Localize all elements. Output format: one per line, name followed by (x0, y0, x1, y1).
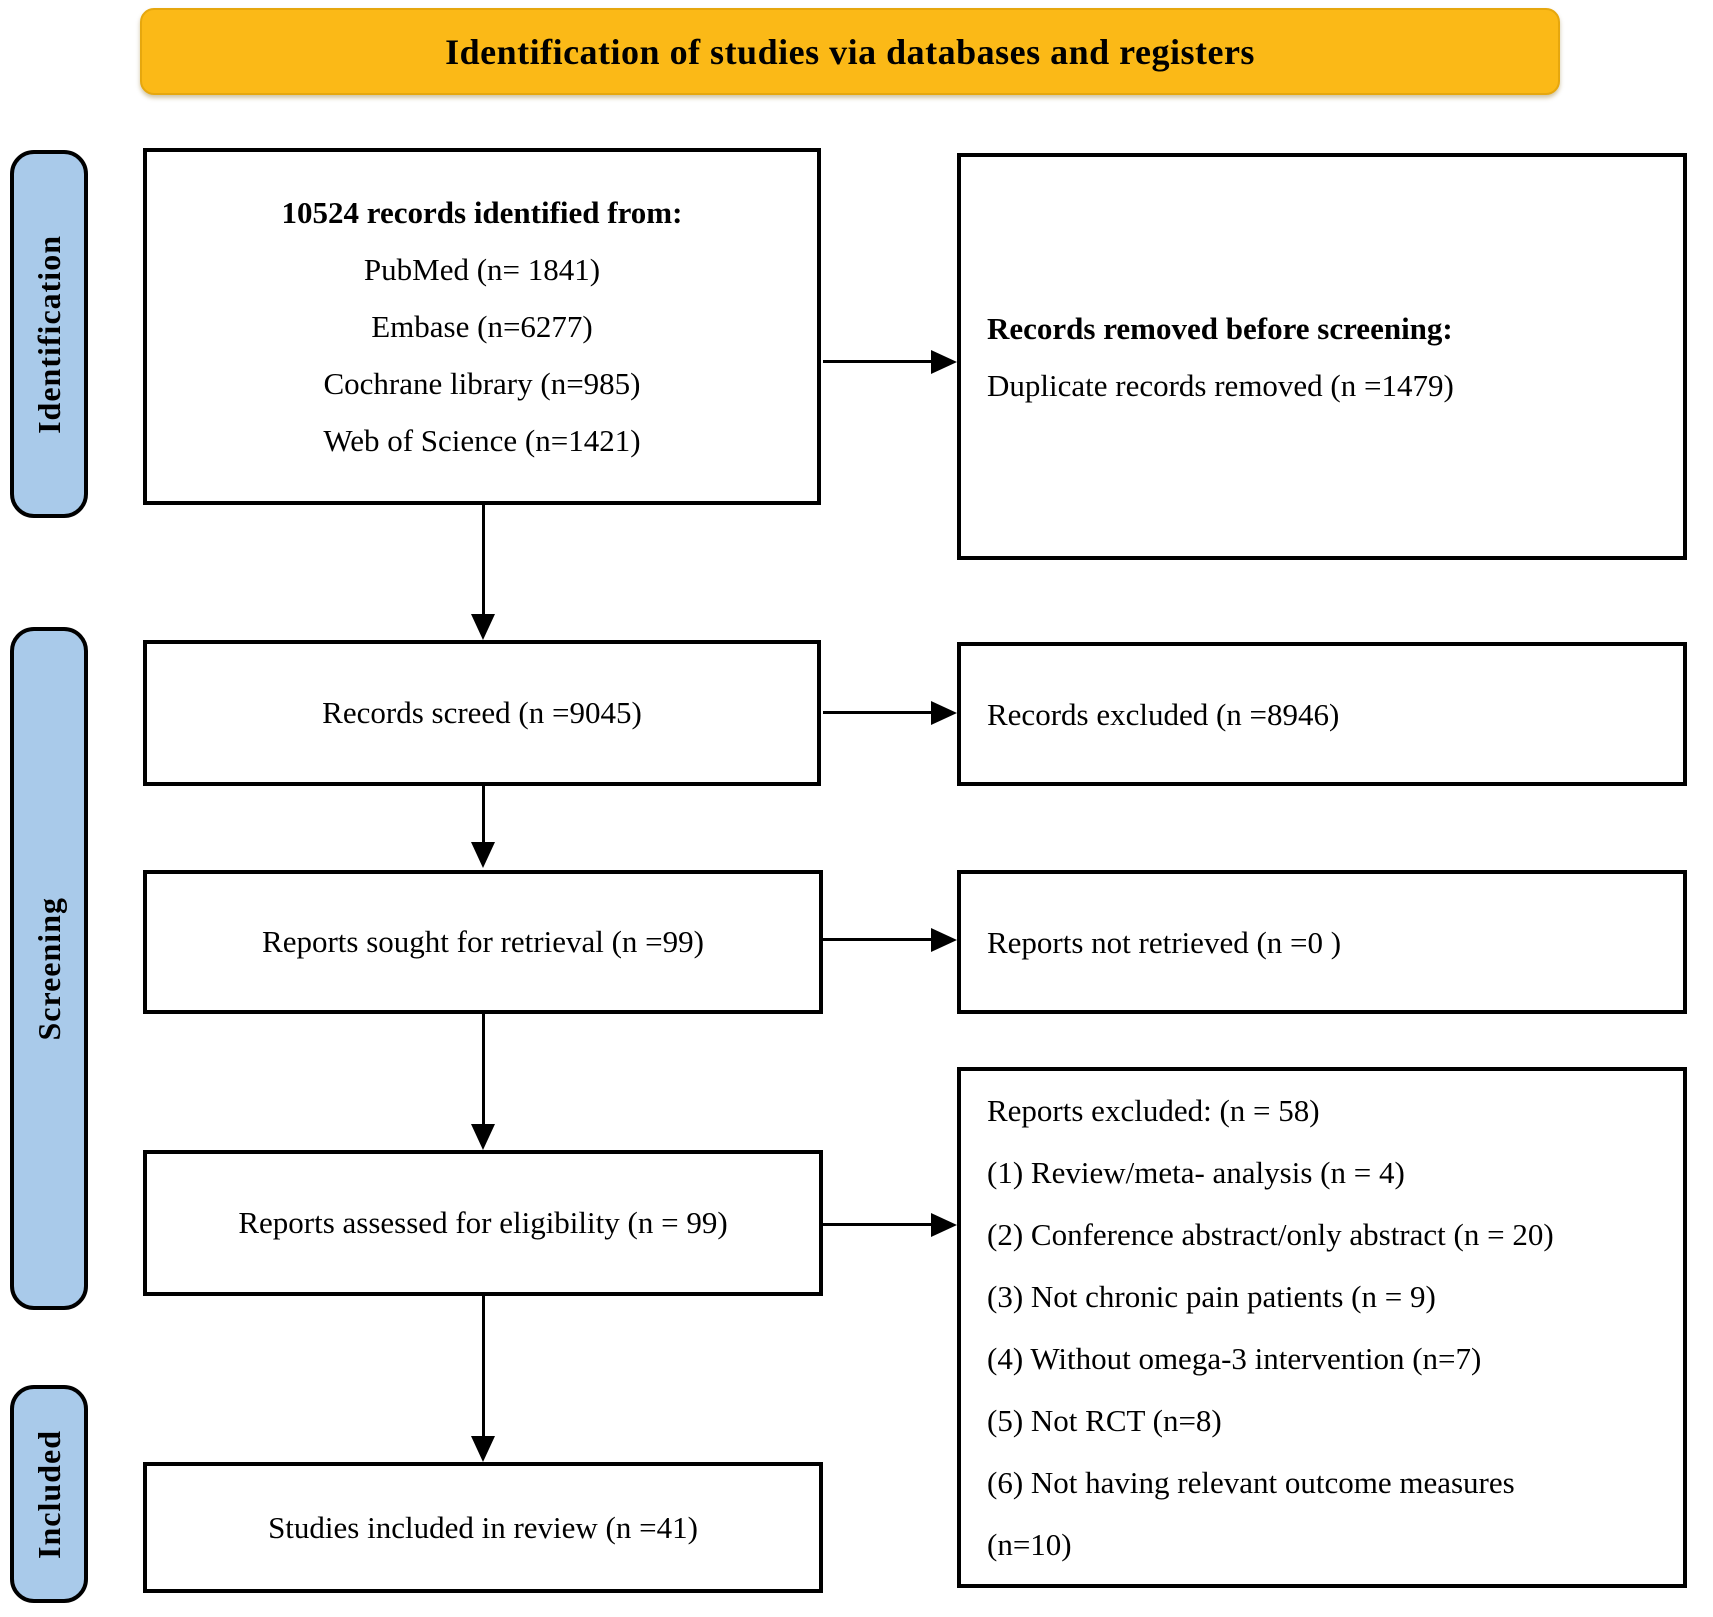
stage-rail-identification: Identification (10, 150, 88, 518)
arrowhead-right-icon (931, 350, 957, 374)
diagram-title: Identification of studies via databases … (445, 31, 1255, 72)
records-screened-text: Records screed (n =9045) (322, 695, 642, 730)
source-embase: Embase (n=6277) (371, 309, 593, 344)
arrowhead-down-icon (471, 842, 495, 868)
box-reports-not-retrieved: Reports not retrieved (n =0 ) (957, 870, 1687, 1014)
stage-label-screening: Screening (30, 896, 67, 1041)
arrowhead-right-icon (931, 1213, 957, 1237)
arrow-assessed-to-included (482, 1296, 485, 1438)
arrowhead-right-icon (931, 701, 957, 725)
reports-assessed-text: Reports assessed for eligibility (n = 99… (238, 1205, 728, 1240)
arrowhead-right-icon (931, 928, 957, 952)
reports-not-retrieved-text: Reports not retrieved (n =0 ) (987, 924, 1342, 960)
exclusion-reason-6: (6) Not having relevant outcome measures (987, 1464, 1515, 1500)
exclusion-reason-3: (3) Not chronic pain patients (n = 9) (987, 1278, 1436, 1314)
arrow-sought-to-assessed (482, 1014, 485, 1126)
box-records-identified: 10524 records identified from: PubMed (n… (143, 148, 821, 505)
stage-label-included: Included (30, 1429, 67, 1559)
records-removed-detail: Duplicate records removed (n =1479) (987, 367, 1454, 403)
box-reports-sought: Reports sought for retrieval (n =99) (143, 870, 823, 1014)
source-cochrane: Cochrane library (n=985) (323, 366, 641, 401)
arrowhead-down-icon (471, 1436, 495, 1462)
arrow-sought-to-not-retrieved (823, 938, 933, 941)
arrow-screened-to-excluded (823, 711, 933, 714)
box-reports-excluded: Reports excluded: (n = 58) (1) Review/me… (957, 1067, 1687, 1588)
arrow-identified-to-screened (482, 505, 485, 617)
source-pubmed: PubMed (n= 1841) (363, 252, 601, 287)
stage-rail-included: Included (10, 1385, 88, 1603)
exclusion-reason-6-count: (n=10) (987, 1526, 1072, 1562)
arrowhead-down-icon (471, 614, 495, 640)
box-records-screened: Records screed (n =9045) (143, 640, 821, 786)
stage-rail-screening: Screening (10, 627, 88, 1310)
stage-label-identification: Identification (30, 234, 67, 434)
box-studies-included: Studies included in review (n =41) (143, 1462, 823, 1593)
reports-sought-text: Reports sought for retrieval (n =99) (262, 924, 704, 959)
title-banner: Identification of studies via databases … (140, 8, 1560, 95)
source-web-of-science: Web of Science (n=1421) (323, 423, 641, 458)
reports-excluded-heading: Reports excluded: (n = 58) (987, 1092, 1320, 1128)
exclusion-reason-4: (4) Without omega-3 intervention (n=7) (987, 1340, 1482, 1376)
arrow-assessed-to-reports-excluded (823, 1223, 933, 1226)
records-identified-heading: 10524 records identified from: (281, 195, 683, 230)
exclusion-reason-2: (2) Conference abstract/only abstract (n… (987, 1216, 1554, 1252)
records-excluded-text: Records excluded (n =8946) (987, 696, 1340, 732)
exclusion-reason-1: (1) Review/meta- analysis (n = 4) (987, 1154, 1405, 1190)
arrowhead-down-icon (471, 1124, 495, 1150)
box-reports-assessed: Reports assessed for eligibility (n = 99… (143, 1150, 823, 1296)
box-records-removed: Records removed before screening: Duplic… (957, 153, 1687, 560)
studies-included-text: Studies included in review (n =41) (268, 1509, 698, 1545)
box-records-excluded: Records excluded (n =8946) (957, 642, 1687, 786)
arrow-screened-to-sought (482, 786, 485, 844)
exclusion-reason-5: (5) Not RCT (n=8) (987, 1402, 1222, 1438)
arrow-identified-to-removed (823, 360, 933, 363)
records-removed-heading: Records removed before screening: (987, 310, 1453, 346)
